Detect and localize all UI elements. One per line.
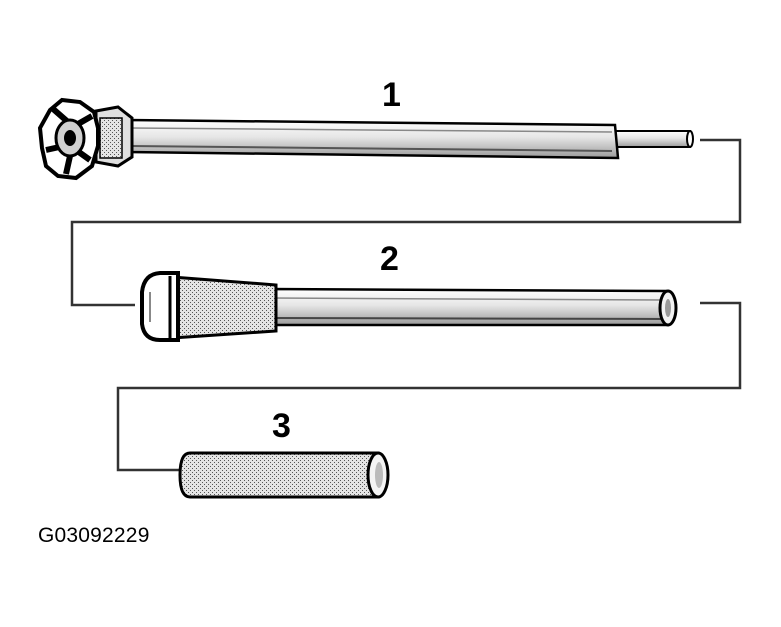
callout-label-2: 2 [380,240,399,278]
hex-nut-icon [94,105,134,168]
part-3-bushing [178,451,390,499]
callout-label-3: 3 [272,407,291,445]
figure-id-label: G03092229 [38,524,150,547]
part-1-puller-rod [37,97,694,181]
leader-line-1-to-2 [70,138,742,307]
sleeve-head-icon [140,271,180,342]
leader-line-2-to-3 [116,301,742,472]
part-2-guide-sleeve [140,271,678,342]
star-knob-icon [37,97,100,181]
callout-label-1: 1 [382,76,401,114]
